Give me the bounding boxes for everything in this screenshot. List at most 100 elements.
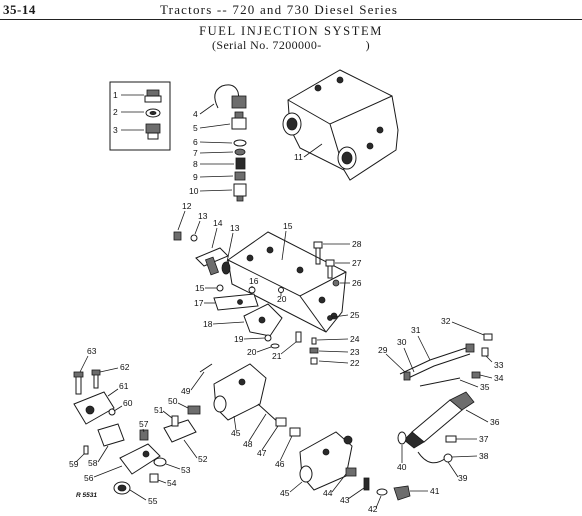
pump-45-upper-bore [213, 395, 227, 413]
callout-6: 6 [193, 137, 198, 147]
pump-45-upper-hole [238, 378, 246, 386]
leader-56 [93, 465, 123, 478]
injector-head-36 [449, 391, 475, 411]
bolt-column [309, 241, 340, 365]
callout-8: 8 [193, 159, 198, 169]
bolt-27-shank [327, 265, 333, 279]
manifold-hole-3 [296, 266, 304, 274]
pump-port-1 [314, 84, 322, 92]
leader-47 [261, 425, 279, 451]
callout-54: 54 [167, 478, 177, 488]
leader-20a [256, 346, 272, 353]
leader-44 [331, 473, 347, 493]
fuel-line-fitting-31 [465, 343, 475, 353]
part-44 [345, 467, 357, 477]
part-29 [403, 371, 411, 381]
pump-housing-body [287, 69, 399, 181]
part-19 [264, 334, 272, 342]
leader-34 [479, 374, 493, 379]
callout-46: 46 [275, 459, 285, 469]
callout-59: 59 [69, 459, 79, 469]
part-25 [327, 315, 333, 321]
callout-43: 43 [340, 495, 350, 505]
callout-13b: 13 [230, 223, 240, 233]
part-42 [376, 488, 388, 496]
part-33 [481, 347, 489, 357]
leader-9 [199, 175, 234, 178]
fitting-10 [233, 183, 247, 197]
leader-46 [279, 435, 293, 462]
part-24 [311, 337, 317, 345]
leader-19 [243, 337, 266, 340]
callout-21: 21 [272, 351, 282, 361]
fitting-5-body [231, 117, 247, 130]
leader-5 [199, 123, 231, 129]
leader-45a [233, 415, 237, 431]
leader-51 [162, 410, 173, 419]
part-46 [289, 427, 301, 437]
callout-45b: 45 [280, 488, 290, 498]
part-34 [471, 371, 481, 379]
seal-40 [397, 431, 407, 445]
leader-43 [347, 487, 365, 500]
pump-housing-11 [282, 69, 399, 181]
leader-13b [226, 232, 234, 263]
fitting-5-cap [234, 111, 244, 119]
callout-41: 41 [430, 486, 440, 496]
part-35 [419, 377, 461, 387]
callout-30: 30 [397, 337, 407, 347]
pump-bore-right-hole [341, 151, 353, 165]
callout-49: 49 [181, 386, 191, 396]
callout-17: 17 [194, 298, 204, 308]
callout-56: 56 [84, 473, 94, 483]
callout-55: 55 [148, 496, 158, 506]
leader-53 [165, 463, 181, 470]
bracket-61 [73, 391, 115, 425]
serial-close: ) [365, 38, 371, 52]
inset-fitting-body [145, 123, 161, 134]
pump-bore-left-hole [286, 117, 298, 131]
part-60 [108, 408, 116, 416]
callout-3: 3 [113, 125, 118, 135]
manifold-hole-1 [246, 254, 254, 262]
fuel-line-group [399, 333, 493, 387]
callout-5: 5 [193, 123, 198, 133]
part-41 [393, 485, 411, 501]
leader-58 [97, 445, 109, 463]
lever-56 [119, 443, 161, 475]
manifold-edge-2 [299, 295, 327, 333]
fitting-nut-body [144, 95, 162, 103]
leader-22 [318, 360, 349, 364]
leader-36 [465, 409, 489, 423]
page-header: 35-14 Tractors -- 720 and 730 Diesel Ser… [0, 0, 582, 20]
fuel-line-fitting [231, 95, 247, 109]
leader-25 [332, 314, 349, 318]
fuel-line-loop [214, 84, 241, 109]
leader-6 [199, 141, 233, 144]
leader-29 [385, 353, 406, 373]
callout-37: 37 [479, 434, 489, 444]
inset-fitting-tip [147, 132, 159, 140]
leader-54 [157, 479, 167, 484]
bolt-28-shank [315, 247, 321, 265]
leader-14 [211, 227, 218, 249]
part-23 [309, 347, 319, 354]
leader-52 [183, 439, 198, 459]
callout-52: 52 [198, 454, 208, 464]
bolt-27-head [325, 259, 335, 267]
bolt-28-head [313, 241, 323, 249]
callout-57: 57 [139, 419, 149, 429]
injector-group [397, 391, 475, 464]
part-54 [149, 473, 159, 483]
inset-frame [109, 81, 171, 151]
manifold-hole-2 [266, 246, 274, 254]
callout-39: 39 [458, 473, 468, 483]
callout-16: 16 [249, 276, 259, 286]
part-13b [221, 261, 231, 275]
line-38 [417, 451, 447, 464]
callout-12: 12 [182, 201, 192, 211]
valve-14-stem [204, 256, 220, 276]
leader-61 [107, 388, 119, 397]
